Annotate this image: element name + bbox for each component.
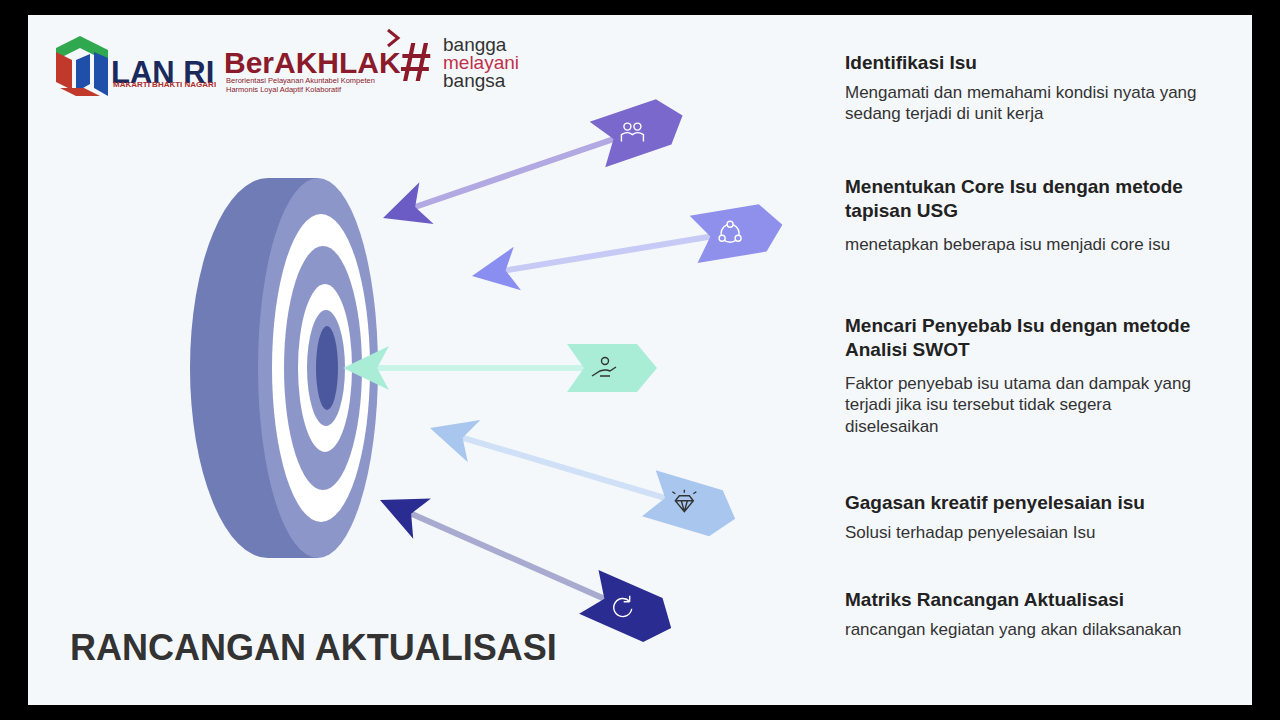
arrow-illustration xyxy=(343,344,657,392)
hashtag-symbol: # xyxy=(400,34,450,90)
feather-icon xyxy=(672,490,696,512)
step-heading: Menentukan Core Isu dengan metode tapisa… xyxy=(845,175,1195,223)
feather-icon xyxy=(592,358,616,377)
logo-tagline: MAKARTI BHAKTI NAGARI xyxy=(113,80,233,90)
arrow-illustration xyxy=(423,405,742,542)
lan-logo-mark xyxy=(56,36,108,96)
feather-icon xyxy=(719,221,741,242)
feather-icon xyxy=(614,596,632,617)
feather-icon xyxy=(621,123,643,142)
logo-tagline: Berorientasi Pelayanan Akuntabel Kompete… xyxy=(226,76,402,95)
step-heading: Mencari Penyebab Isu dengan metode Anali… xyxy=(845,314,1195,362)
step-heading: Matriks Rancangan Aktualisasi xyxy=(845,588,1225,612)
logo-text: BerAKHLAK xyxy=(224,44,394,82)
logo-chevron xyxy=(388,30,398,46)
hashtag-word: melayani xyxy=(443,54,543,72)
step-description: Mengamati dan memahami kondisi nyata yan… xyxy=(845,82,1200,125)
step-heading: Gagasan kreatif penyelesaian isu xyxy=(845,491,1225,515)
step-heading: Identifikasi Isu xyxy=(845,51,1205,75)
step-description: menetapkan beberapa isu menjadi core isu xyxy=(845,234,1200,255)
step-description: rancangan kegiatan yang akan dilaksanaka… xyxy=(845,619,1200,640)
diagram-title: RANCANGAN AKTUALISASI xyxy=(70,625,557,670)
arrow-illustration xyxy=(375,93,690,241)
hashtag-word: bangsa xyxy=(443,72,543,90)
arrow-illustration xyxy=(370,478,681,650)
arrow-illustration xyxy=(468,201,786,300)
step-description: Solusi terhadap penyelesaian Isu xyxy=(845,522,1200,543)
hashtag-word: bangga xyxy=(443,36,543,54)
step-description: Faktor penyebab isu utama dan dampak yan… xyxy=(845,373,1200,437)
